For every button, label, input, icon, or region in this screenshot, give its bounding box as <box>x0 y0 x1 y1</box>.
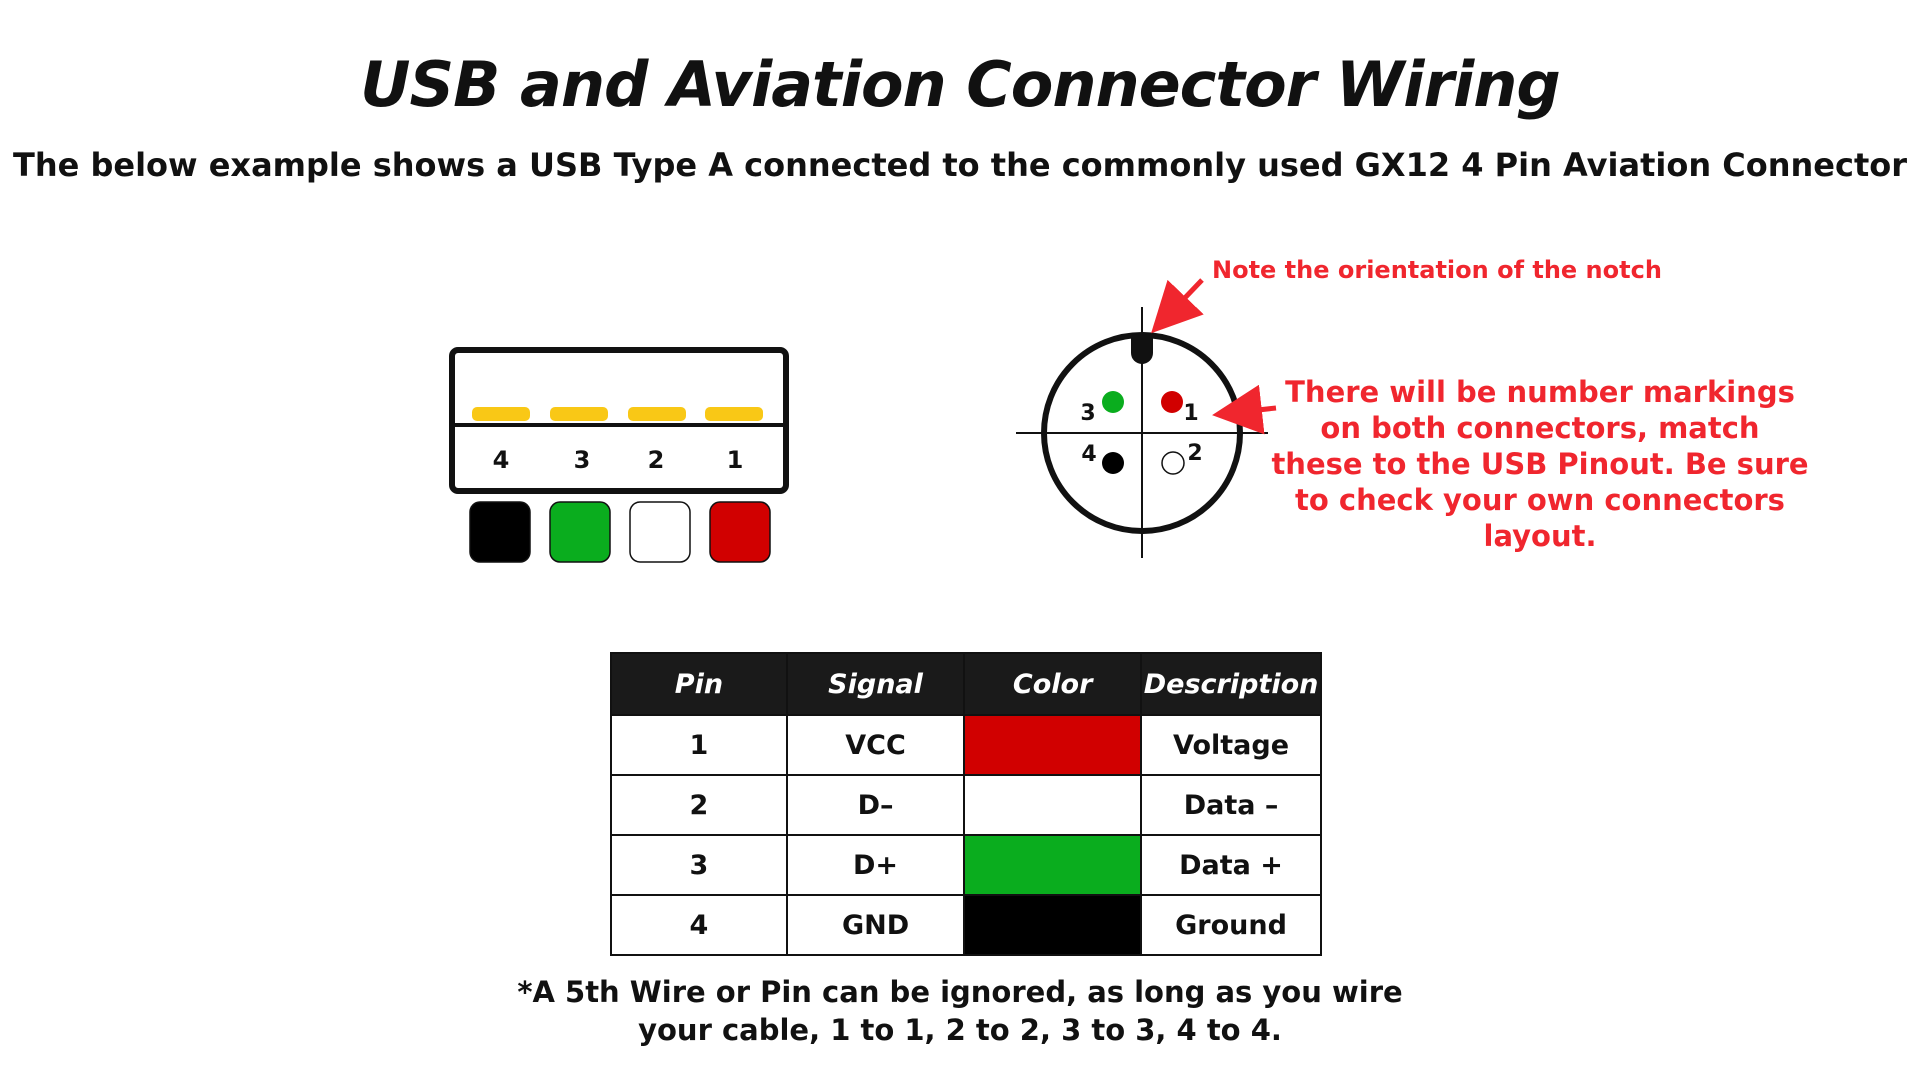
gx12-pin-label-2: 2 <box>1187 441 1202 466</box>
cell-pin: 1 <box>610 714 788 776</box>
header-pin: Pin <box>610 652 788 716</box>
cell-pin: 2 <box>610 774 788 836</box>
cell-signal: VCC <box>785 714 966 776</box>
cell-pin: 3 <box>610 834 788 896</box>
gx12-notch <box>1131 336 1153 364</box>
pinout-table: Pin Signal Color Description 1 VCC Volta… <box>610 652 1322 956</box>
cell-pin: 4 <box>610 894 788 956</box>
notch-arrow <box>1151 278 1204 334</box>
footnote: *A 5th Wire or Pin can be ignored, as lo… <box>0 973 1920 1049</box>
cell-description: Ground <box>1140 894 1322 956</box>
gx12-pin-label-3: 3 <box>1080 401 1095 426</box>
table-header-row: Pin Signal Color Description <box>610 652 1322 716</box>
usb-wire-swatches <box>469 501 771 563</box>
gx12-pin-label-1: 1 <box>1183 401 1198 426</box>
usb-pin-label-2: 2 <box>648 446 665 474</box>
usb-contact-pin-4 <box>472 407 530 421</box>
cell-description: Data – <box>1140 774 1322 836</box>
table-row: 3 D+ Data + <box>610 834 1322 896</box>
usb-pin-label-4: 4 <box>493 446 510 474</box>
footnote-line-1: *A 5th Wire or Pin can be ignored, as lo… <box>517 975 1403 1009</box>
wire-swatch-pin-4 <box>469 501 531 563</box>
cell-color-swatch <box>963 894 1143 956</box>
cell-signal: D– <box>785 774 966 836</box>
usb-pin-label-1: 1 <box>727 446 744 474</box>
gx12-pin-1 <box>1161 391 1183 413</box>
gx12-aviation-connector: 1 2 3 4 <box>1016 307 1268 558</box>
table-row: 4 GND Ground <box>610 894 1322 956</box>
wire-swatch-pin-3 <box>549 501 611 563</box>
wire-swatch-pin-1 <box>709 501 771 563</box>
usb-contact-pin-2 <box>628 407 686 421</box>
cell-description: Data + <box>1140 834 1322 896</box>
gx12-pin-2 <box>1161 451 1185 475</box>
cell-description: Voltage <box>1140 714 1322 776</box>
usb-type-a-connector: 4 3 2 1 <box>449 347 789 494</box>
markings-callout: There will be number markings on both co… <box>1271 375 1809 553</box>
cell-signal: D+ <box>785 834 966 896</box>
cell-color-swatch <box>963 774 1143 836</box>
cell-color-swatch <box>963 714 1143 776</box>
cell-signal: GND <box>785 894 966 956</box>
notch-callout: Note the orientation of the notch <box>1212 256 1662 284</box>
page-title: USB and Aviation Connector Wiring <box>360 48 1561 121</box>
gx12-pin-4 <box>1102 452 1124 474</box>
usb-contact-pin-1 <box>705 407 763 421</box>
table-row: 1 VCC Voltage <box>610 714 1322 776</box>
header-color: Color <box>963 652 1143 716</box>
markings-arrow <box>1212 384 1277 435</box>
gx12-pin-label-4: 4 <box>1081 442 1096 467</box>
header-signal: Signal <box>785 652 966 716</box>
table-row: 2 D– Data – <box>610 774 1322 836</box>
gx12-pin-3 <box>1102 391 1124 413</box>
cell-color-swatch <box>963 834 1143 896</box>
usb-pin-label-3: 3 <box>574 446 591 474</box>
header-description: Description <box>1140 652 1322 716</box>
page-subtitle: The below example shows a USB Type A con… <box>13 146 1907 184</box>
usb-port-outline <box>449 347 789 494</box>
wire-swatch-pin-2 <box>629 501 691 563</box>
footnote-line-2: your cable, 1 to 1, 2 to 2, 3 to 3, 4 to… <box>638 1013 1282 1047</box>
usb-contact-pin-3 <box>550 407 608 421</box>
